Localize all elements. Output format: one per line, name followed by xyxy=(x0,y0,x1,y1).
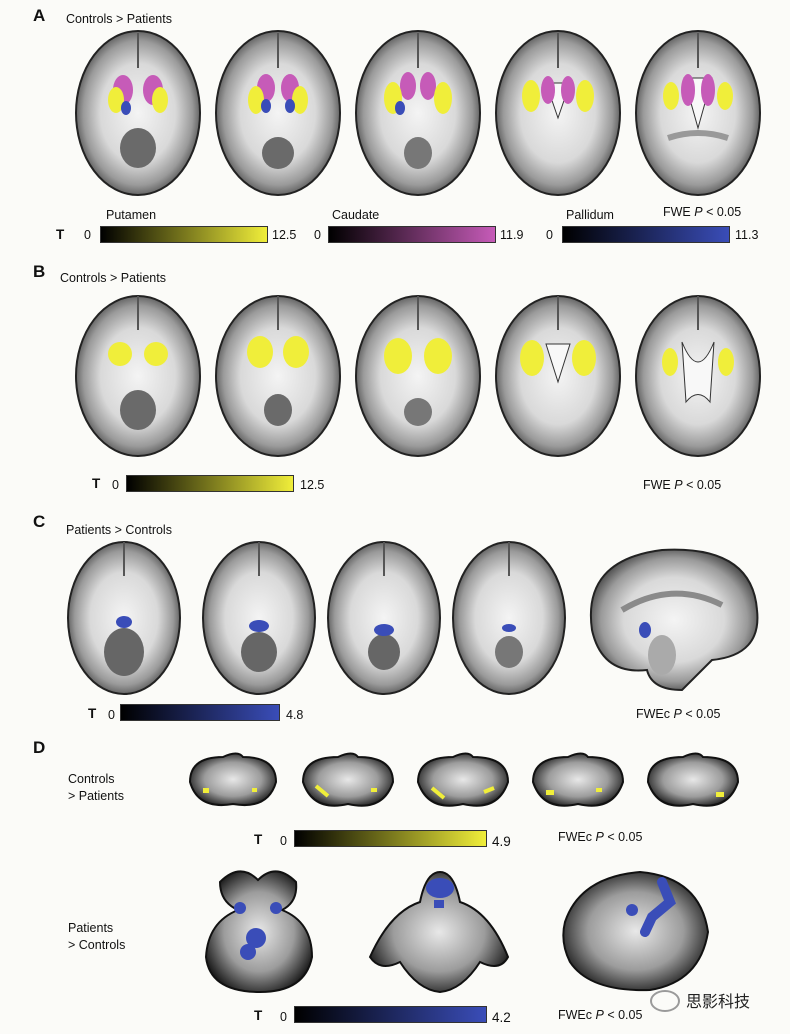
panel-d-top-colorbar xyxy=(294,830,487,847)
panel-b-brain-row xyxy=(75,295,761,457)
panel-d-top-min: 0 xyxy=(280,834,287,848)
panel-a-contrast: Controls > Patients xyxy=(66,12,172,26)
panel-a-slice-1 xyxy=(75,30,201,196)
panel-a-caudate-max: 11.9 xyxy=(500,228,524,242)
panel-d-top-slice-4 xyxy=(531,752,625,807)
panel-d-bottom-t-label: T xyxy=(254,1008,263,1023)
panel-d-bottom-cerebellum-row xyxy=(204,870,710,994)
panel-d-top-cerebellum-row xyxy=(188,752,740,807)
panel-d-bottom-min: 0 xyxy=(280,1010,287,1024)
panel-d-bottom-contrast: Patients> Controls xyxy=(68,921,126,952)
panel-c-colorbar xyxy=(120,704,280,721)
panel-b-label: B xyxy=(33,262,46,281)
panel-c-min: 0 xyxy=(108,708,115,722)
panel-a-pallidum-colorbar xyxy=(562,226,730,243)
panel-c-slice-2 xyxy=(202,541,316,695)
panel-a-label: A xyxy=(33,6,46,25)
panel-d-top-slice-2 xyxy=(301,752,395,807)
panel-a-putamen-min: 0 xyxy=(84,228,91,242)
panel-c-label: C xyxy=(33,512,46,531)
panel-d-top-slice-3 xyxy=(416,752,510,807)
panel-a-slice-2 xyxy=(215,30,341,196)
panel-c-threshold: FWEc P < 0.05 xyxy=(636,707,721,721)
panel-a-pallidum-max: 11.3 xyxy=(735,228,759,242)
panel-a-caudate-min: 0 xyxy=(314,228,321,242)
panel-c-contrast: Patients > Controls xyxy=(66,523,172,537)
panel-a-threshold: FWE P < 0.05 xyxy=(663,205,742,219)
panel-b-max: 12.5 xyxy=(300,478,325,492)
panel-a-caudate-label: Caudate xyxy=(332,208,380,222)
wechat-icon xyxy=(650,990,680,1012)
watermark-text: 思影科技 xyxy=(686,994,751,1011)
panel-d-bottom-slice-1 xyxy=(204,870,314,994)
panel-b-slice-2 xyxy=(215,295,341,457)
panel-c-slice-3 xyxy=(327,541,441,695)
panel-a-caudate-colorbar xyxy=(328,226,496,243)
panel-d-top-max: 4.9 xyxy=(492,834,511,849)
panel-a-putamen-label: Putamen xyxy=(106,208,157,222)
panel-d-top-slice-1 xyxy=(188,752,278,806)
panel-c-max: 4.8 xyxy=(286,708,304,722)
panel-d-top-slice-5 xyxy=(646,752,740,807)
panel-b-contrast: Controls > Patients xyxy=(60,271,166,285)
panel-d-bottom-slice-2 xyxy=(368,870,510,994)
panel-a-pallidum-min: 0 xyxy=(546,228,553,242)
panel-b-min: 0 xyxy=(112,478,119,492)
panel-a-slice-5 xyxy=(635,30,761,196)
panel-b-slice-1 xyxy=(75,295,201,457)
panel-d-label: D xyxy=(33,738,46,757)
panel-b-threshold: FWE P < 0.05 xyxy=(643,478,722,492)
panel-c-t-label: T xyxy=(88,706,97,721)
panel-d-bottom-slice-3 xyxy=(562,870,710,992)
panel-d-top-t-label: T xyxy=(254,832,263,847)
panel-d-bottom-threshold: FWEc P < 0.05 xyxy=(558,1008,643,1022)
panel-a-pallidum-label: Pallidum xyxy=(566,208,614,222)
panel-b-t-label: T xyxy=(92,476,101,491)
panel-c-sagittal-slice xyxy=(589,548,759,692)
panel-c-brain-row xyxy=(67,541,759,695)
panel-d-top-threshold: FWEc P < 0.05 xyxy=(558,830,643,844)
panel-a-slice-3 xyxy=(355,30,481,196)
panel-d-top-contrast: Controls> Patients xyxy=(68,772,124,803)
panel-a-putamen-colorbar xyxy=(100,226,268,243)
panel-c-slice-4 xyxy=(452,541,566,695)
panel-a-t-label: T xyxy=(56,227,65,242)
panel-b-slice-5 xyxy=(635,295,761,457)
panel-a-slice-4 xyxy=(495,30,621,196)
panel-d-bottom-max: 4.2 xyxy=(492,1010,511,1025)
panel-b-slice-4 xyxy=(495,295,621,457)
panel-c-slice-1 xyxy=(67,541,181,695)
panel-b-slice-3 xyxy=(355,295,481,457)
panel-a-putamen-max: 12.5 xyxy=(272,228,297,242)
panel-a-brain-row xyxy=(75,30,761,196)
panel-b-colorbar xyxy=(126,475,294,492)
panel-d-bottom-colorbar xyxy=(294,1006,487,1023)
